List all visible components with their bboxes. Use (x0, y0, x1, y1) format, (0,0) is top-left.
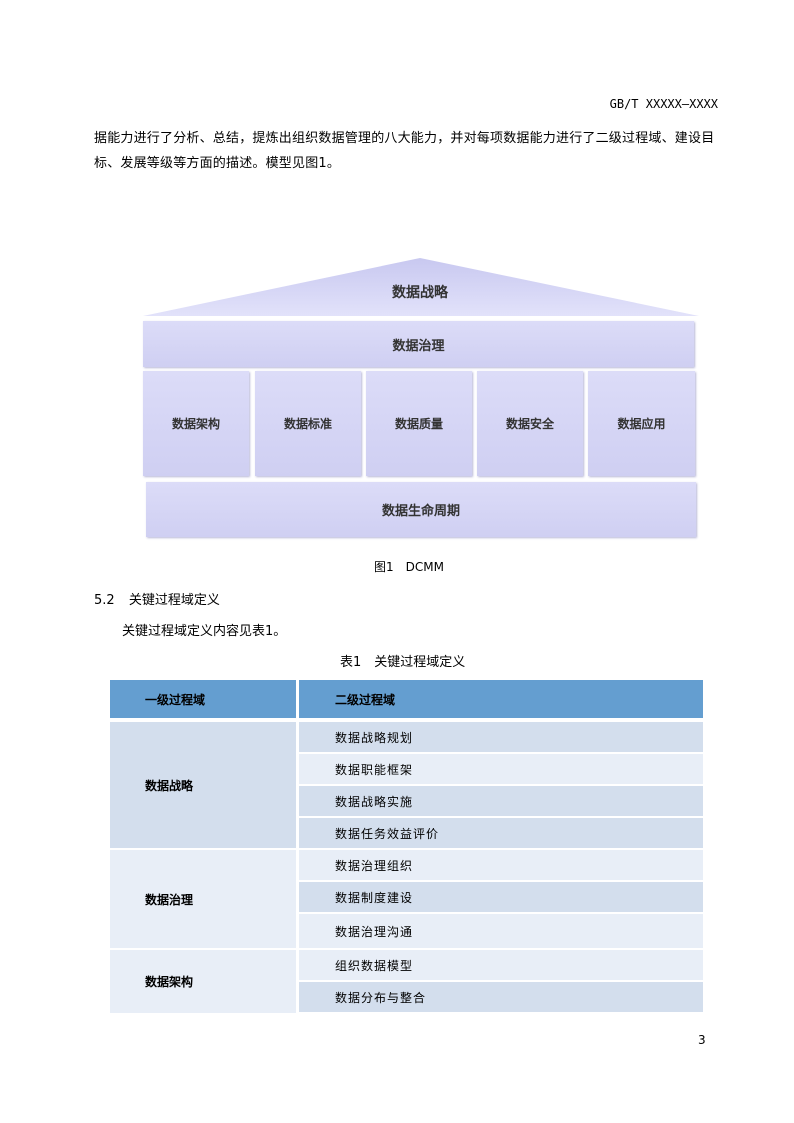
level2-cell: 数据制度建设 (299, 882, 703, 912)
level2-cell: 数据任务效益评价 (299, 818, 703, 848)
pillar-box: 数据标准 (255, 371, 361, 476)
pillar-box: 数据应用 (588, 371, 695, 476)
level2-cell: 组织数据模型 (299, 950, 703, 980)
pillar-box: 数据架构 (143, 371, 249, 476)
level1-cell: 数据治理 (110, 850, 296, 948)
level2-cell: 数据治理组织 (299, 850, 703, 880)
pillar-box: 数据安全 (477, 371, 583, 476)
section-heading: 5.2 关键过程域定义 (94, 589, 220, 608)
page-number: 3 (698, 1033, 706, 1047)
figure-caption: 图1 DCMM (374, 560, 444, 574)
level2-cell: 数据职能框架 (299, 754, 703, 784)
section-body: 关键过程域定义内容见表1。 (122, 624, 287, 639)
intro-paragraph: 据能力进行了分析、总结，提炼出组织数据管理的八大能力，并对每项数据能力进行了二级… (94, 131, 715, 171)
roof-shape (143, 258, 699, 316)
column-header: 二级过程域 (299, 680, 703, 718)
level1-cell: 数据架构 (110, 950, 296, 1013)
column-header: 一级过程域 (110, 680, 296, 718)
section-title: 关键过程域定义 (128, 593, 220, 608)
level2-cell: 数据战略规划 (299, 722, 703, 752)
section-number: 5.2 (94, 593, 115, 608)
level2-cell: 数据分布与整合 (299, 982, 703, 1012)
level1-cell: 数据战略 (110, 722, 296, 848)
table-caption: 表1 关键过程域定义 (340, 655, 466, 670)
level2-cell: 数据治理沟通 (299, 914, 703, 948)
level2-cell: 数据战略实施 (299, 786, 703, 816)
roof-label: 数据战略 (392, 285, 448, 301)
foundation-box: 数据生命周期 (146, 482, 696, 537)
pillar-box: 数据质量 (366, 371, 472, 476)
standard-number: GB/T XXXXX—XXXX (609, 97, 718, 111)
governance-box: 数据治理 (143, 321, 694, 367)
